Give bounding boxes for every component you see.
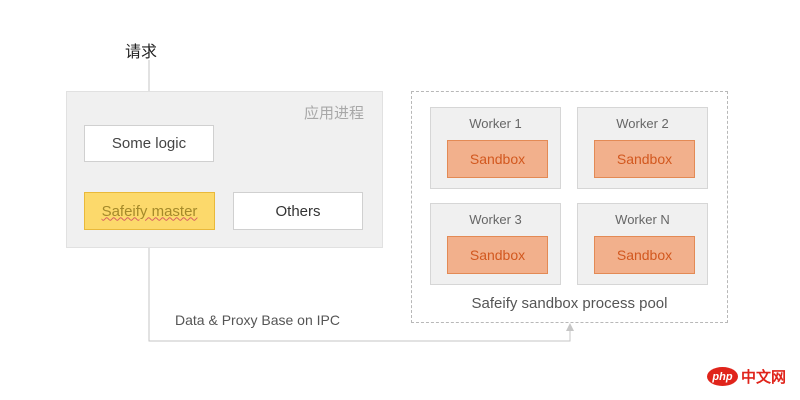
sandbox-label: Sandbox	[616, 247, 673, 263]
worker-box: Worker 3 Sandbox	[430, 203, 561, 285]
sandbox-label: Sandbox	[469, 247, 526, 263]
php-logo-mark: php	[707, 367, 738, 386]
worker-box: Worker 2 Sandbox	[577, 107, 708, 189]
ipc-arrowhead-pool	[566, 323, 574, 331]
safeify-master-label: Safeify master	[101, 202, 198, 220]
safeify-master-box: Safeify master	[84, 192, 215, 230]
some-logic-box: Some logic	[84, 125, 214, 162]
some-logic-label: Some logic	[111, 135, 187, 152]
pool-label: Safeify sandbox process pool	[471, 295, 668, 312]
ipc-connector	[148, 234, 571, 342]
request-label: 请求	[125, 42, 158, 61]
sandbox-label: Sandbox	[469, 151, 526, 167]
worker-label: Worker 2	[616, 116, 669, 131]
logo-text: 中文网	[741, 368, 787, 386]
worker-box: Worker N Sandbox	[577, 203, 708, 285]
ipc-label: Data & Proxy Base on IPC	[175, 312, 340, 328]
worker-label: Worker 3	[469, 212, 522, 227]
app-process-title: 应用进程	[303, 104, 364, 122]
sandbox-box: Sandbox	[594, 236, 695, 274]
sandbox-label: Sandbox	[616, 151, 673, 167]
others-box: Others	[233, 192, 363, 230]
worker-label: Worker 1	[469, 116, 522, 131]
sandbox-box: Sandbox	[447, 236, 548, 274]
sandbox-box: Sandbox	[447, 140, 548, 178]
others-label: Others	[275, 202, 321, 220]
php-cn-logo: php 中文网	[707, 366, 786, 387]
worker-box: Worker 1 Sandbox	[430, 107, 561, 189]
worker-label: Worker N	[615, 212, 670, 227]
sandbox-box: Sandbox	[594, 140, 695, 178]
